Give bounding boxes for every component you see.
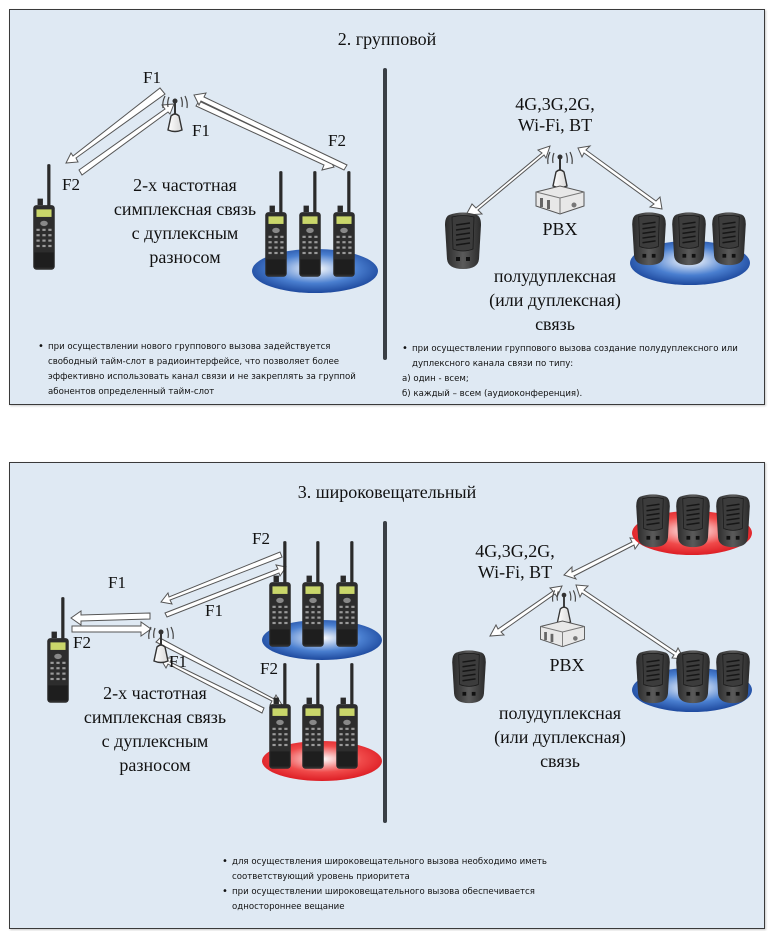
freq-label: F1 xyxy=(205,601,223,620)
arrow-bidirectional-left xyxy=(465,145,551,216)
remote-speaker-mic-icon xyxy=(675,493,711,548)
freq-label: F2 xyxy=(328,131,346,150)
network-label: 4G,3G,2G, Wi-Fi, BT xyxy=(475,541,555,582)
freq-label: F2 xyxy=(252,529,270,548)
remote-speaker-mic-icon xyxy=(711,211,747,266)
handheld-radio-icon xyxy=(302,663,324,769)
broadcast-diagram xyxy=(47,493,752,781)
remote-speaker-mic-icon xyxy=(444,211,482,270)
link-arrows xyxy=(65,87,348,176)
freq-label: F1 xyxy=(192,121,210,140)
handheld-radio-icon xyxy=(299,171,321,277)
handheld-radio-icon xyxy=(333,171,355,277)
panel-title: 2. групповой xyxy=(337,29,437,49)
freq-label: F2 xyxy=(62,175,80,194)
remote-speaker-mic-icon xyxy=(631,211,667,266)
link-arrows xyxy=(465,145,663,216)
note-item: б) каждый – всем (аудиоконференция). xyxy=(402,389,583,399)
note-bullet: при осуществлении нового группового вызо… xyxy=(38,339,378,400)
remote-speaker-mic-icon xyxy=(451,649,487,704)
remote-speaker-mic-icon xyxy=(715,649,751,704)
remote-speaker-mic-icon xyxy=(675,649,711,704)
arrow-tower-to-handheld xyxy=(65,87,166,164)
note-bullet: для осуществления широковещательного выз… xyxy=(222,854,602,885)
base-station-tower-icon xyxy=(546,150,574,189)
link-arrows xyxy=(489,537,685,660)
remote-speaker-mic-icon xyxy=(671,211,707,266)
remote-speaker-mic-icon xyxy=(635,493,671,548)
arrow-tower-to-group-bottom xyxy=(155,637,283,706)
remote-speaker-mic-icon xyxy=(635,649,671,704)
freq-label: F1 xyxy=(143,68,161,87)
right-caption: полудуплексная (или дуплексная) связь xyxy=(494,703,626,771)
notes-broadcast: для осуществления широковещательного выз… xyxy=(222,854,602,915)
freq-label: F2 xyxy=(73,633,91,652)
handheld-radio-icon xyxy=(47,597,69,703)
handheld-radio-icon xyxy=(302,541,324,647)
arrow-group-to-tower xyxy=(193,92,348,171)
handheld-radio-icon xyxy=(33,164,55,270)
right-caption: полудуплексная (или дуплексная) связь xyxy=(489,266,621,334)
arrow-bidirectional-left xyxy=(489,585,563,637)
notes-right: при осуществлении группового вызова созд… xyxy=(402,341,762,402)
arrow-tower-to-group xyxy=(164,564,287,618)
arrow-tower-to-group xyxy=(195,100,335,171)
group-diagram xyxy=(33,87,750,293)
panel-divider xyxy=(383,68,387,360)
note-bullet: при осуществлении широковещательного выз… xyxy=(222,884,602,915)
handheld-radio-icon xyxy=(336,663,358,769)
handheld-radio-icon xyxy=(265,171,287,277)
arrow-bidirectional-bottom xyxy=(575,584,685,660)
arrow-handheld-to-tower xyxy=(78,103,175,176)
arrow-bidirectional-right xyxy=(577,145,663,210)
pbx-label: PBX xyxy=(549,655,585,675)
pbx-label: PBX xyxy=(542,219,578,239)
freq-label: F2 xyxy=(260,659,278,678)
broadcast-call-panel: 3. широковещательный xyxy=(9,462,765,929)
remote-speaker-mic-icon xyxy=(715,493,751,548)
pbx-icon xyxy=(540,620,585,648)
arrow-handheld-to-tower xyxy=(71,621,152,637)
pbx-icon xyxy=(535,185,585,215)
arrow-bidirectional-top xyxy=(563,537,643,580)
handheld-radio-icon xyxy=(336,541,358,647)
arrow-group-to-tower xyxy=(160,551,283,605)
arrow-tower-to-handheld xyxy=(70,610,151,626)
notes-left: при осуществлении нового группового вызо… xyxy=(38,339,378,400)
link-arrows xyxy=(70,551,287,714)
panel-divider xyxy=(383,521,387,823)
freq-label: F1 xyxy=(169,652,187,671)
left-caption: 2-х частотная симплексная связь с дуплек… xyxy=(83,683,227,775)
left-caption: 2-х частотная симплексная связь с дуплек… xyxy=(113,175,257,267)
network-label: 4G,3G,2G, Wi-Fi, BT xyxy=(515,94,595,135)
note-bullet: при осуществлении группового вызова созд… xyxy=(402,341,762,372)
freq-label: F1 xyxy=(108,573,126,592)
note-item: а) один - всем; xyxy=(402,374,469,384)
panel-title: 3. широковещательный xyxy=(297,482,477,502)
group-call-panel: 2. групповой F1 F1 F2 F2 xyxy=(9,9,765,405)
